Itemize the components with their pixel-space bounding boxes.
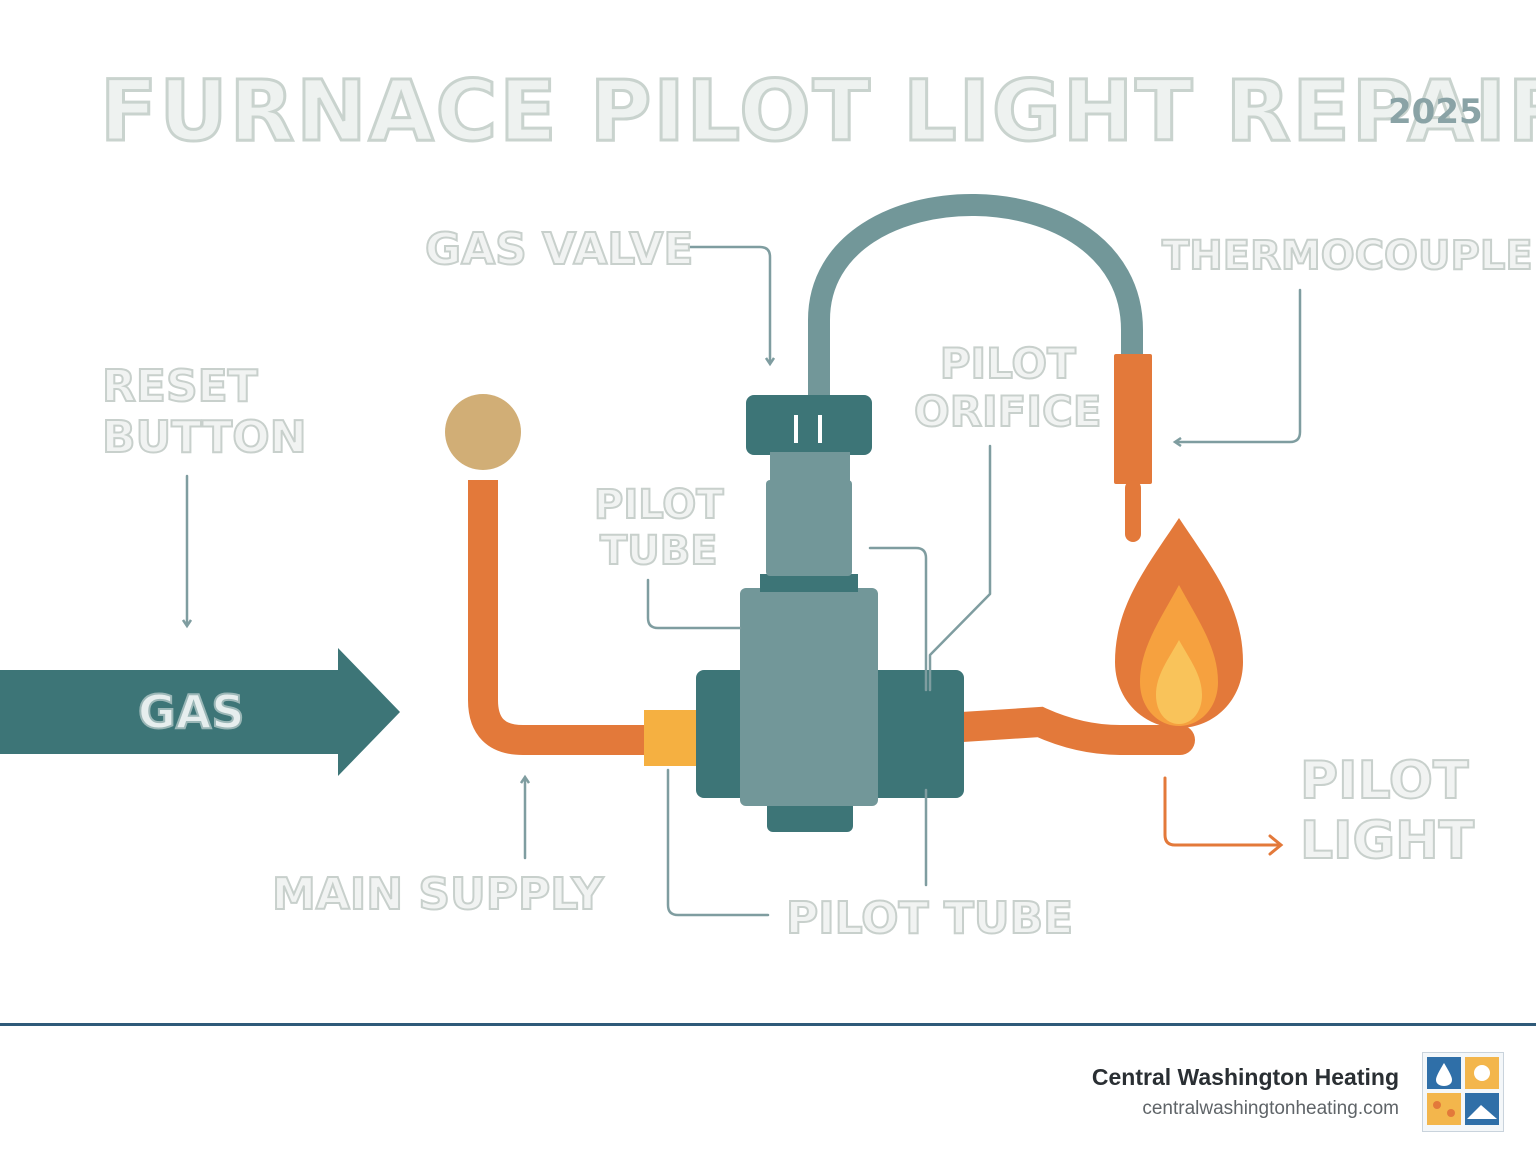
pilot-tube-lower-leader <box>666 768 770 917</box>
reset-knob <box>445 394 521 470</box>
main-supply-label: MAIN SUPPLY <box>271 868 604 920</box>
thermocouple-label: THERMOCOUPLE <box>1161 232 1534 280</box>
pilot-tube-upper-leader-2 <box>868 546 928 692</box>
valve-cap <box>746 395 872 455</box>
main-supply-tube <box>468 480 650 755</box>
footer-divider <box>0 1023 1536 1026</box>
gas-flow-arrow <box>0 648 400 776</box>
year-label: 2025 <box>1388 92 1483 132</box>
pilot-tube-lower-label: PILOT TUBE <box>785 892 1074 944</box>
thermocouple-cable <box>808 194 1143 406</box>
thermocouple-tip <box>1125 480 1141 542</box>
gas-valve-label: GAS VALVE <box>424 223 694 275</box>
valve-main-body <box>740 588 878 806</box>
pilot-orifice-leader <box>928 444 992 692</box>
valve-cap-base <box>770 452 850 482</box>
pilot-tube-upper-leader <box>646 578 742 630</box>
company-logo <box>1422 1052 1504 1132</box>
diagram-title: FURNACE PILOT LIGHT REPAIR <box>99 61 1536 162</box>
pilot-light-leader <box>1163 776 1280 847</box>
company-url: centralwashingtonheating.com <box>1142 1098 1399 1119</box>
valve-neck <box>766 480 852 576</box>
valve-neck-collar <box>760 574 858 592</box>
gas-valve-leader <box>680 245 770 362</box>
thermocouple-probe <box>1114 354 1152 484</box>
gas-label: GAS <box>137 685 245 740</box>
supply-fitting <box>644 710 696 766</box>
pilot-flame-icon <box>1115 518 1243 728</box>
thermocouple-leader <box>1177 288 1302 442</box>
pilot-tube <box>947 706 1195 755</box>
company-name: Central Washington Heating <box>1091 1064 1399 1090</box>
